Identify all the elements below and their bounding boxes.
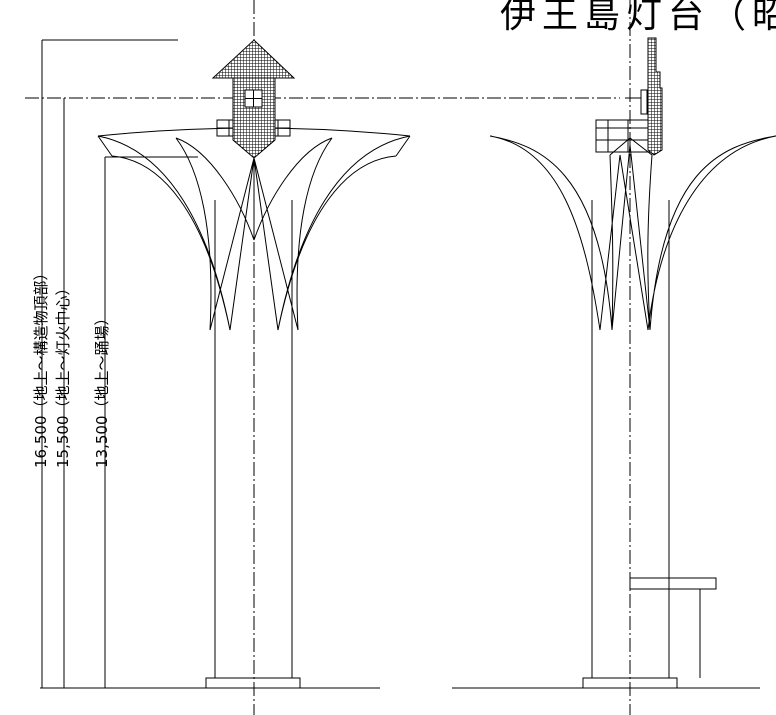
side-petals bbox=[489, 135, 776, 331]
drawing-title: 伊王島灯台（昭 bbox=[500, 0, 776, 36]
dimension-lines bbox=[25, 39, 620, 689]
front-roof bbox=[211, 39, 296, 79]
side-elevation bbox=[452, 0, 776, 715]
side-landing-box bbox=[629, 577, 717, 590]
front-base-plinth bbox=[205, 677, 301, 689]
side-mast bbox=[647, 37, 663, 156]
front-elevation bbox=[97, 0, 411, 715]
